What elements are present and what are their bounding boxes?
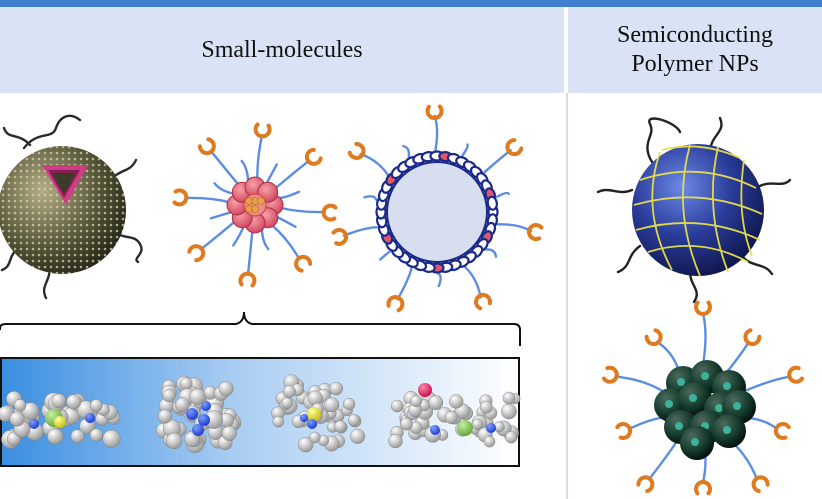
column-divider <box>566 93 568 499</box>
grouping-bracket <box>0 311 521 346</box>
molecule-model-icon <box>155 375 242 453</box>
polymer-title-line2: Polymer NPs <box>631 51 759 77</box>
molecule-model-icon <box>271 374 366 453</box>
small-molecules-title: Small-molecules <box>201 36 363 63</box>
nanocluster-icon <box>601 300 805 496</box>
molecule-panel <box>0 357 521 467</box>
small-molecules-header: Small-molecules <box>0 7 564 93</box>
silica-sphere-icon <box>0 114 143 300</box>
top-accent-bar <box>0 0 822 7</box>
liposome-icon <box>331 104 544 313</box>
micelle-icon <box>172 122 338 288</box>
polymer-nps-header: Semiconducting Polymer NPs <box>568 7 822 93</box>
polymer-np-icon <box>596 116 792 304</box>
molecule-model-icon <box>388 383 521 449</box>
header-divider <box>564 7 568 93</box>
polymer-title-line1: Semiconducting <box>617 22 773 48</box>
molecule-model-icon <box>0 391 121 449</box>
